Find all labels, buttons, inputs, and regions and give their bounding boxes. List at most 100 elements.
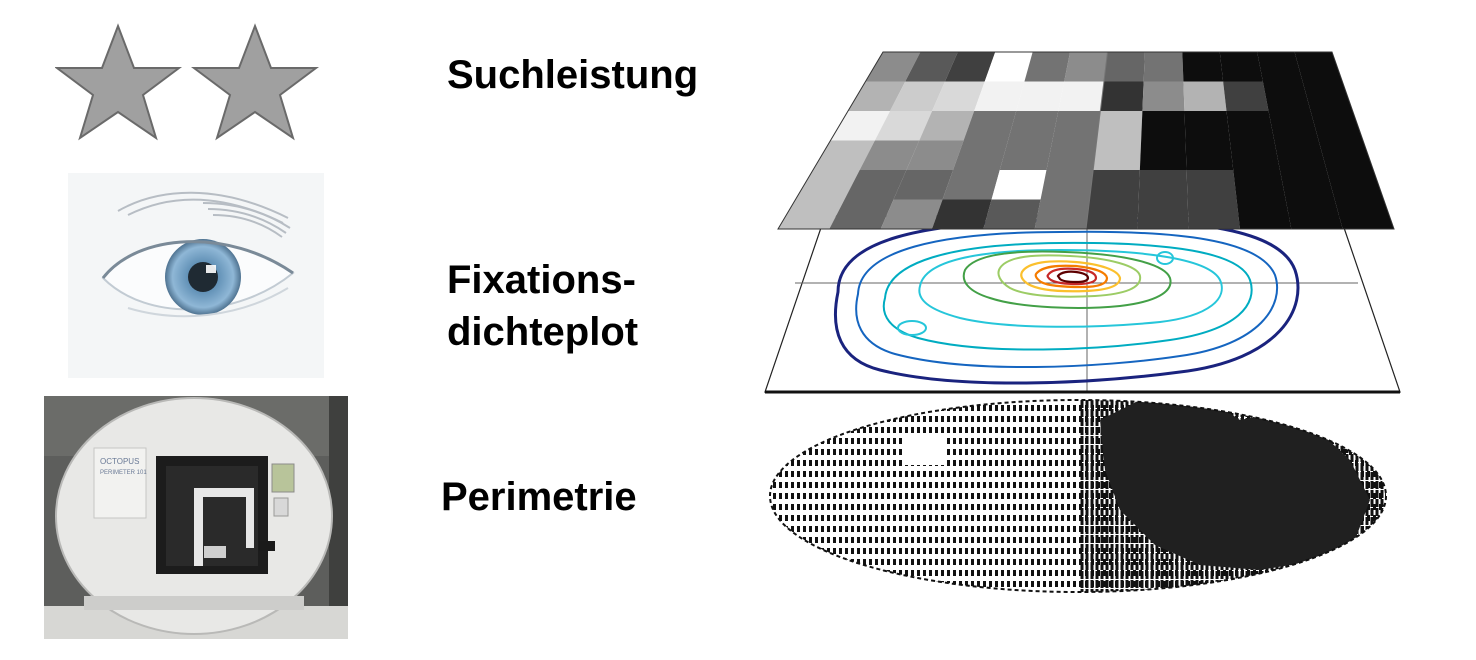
heatmap-cell: [1187, 199, 1240, 229]
heatmap-cell: [1226, 111, 1275, 141]
heatmap-cell: [1024, 52, 1071, 82]
contour-level: [918, 248, 1223, 328]
heatmap-cell: [1089, 170, 1140, 200]
contour-level: [1056, 270, 1090, 284]
heatmap-cell: [1236, 199, 1292, 229]
heatmap-cell: [1219, 52, 1263, 82]
heatmap-cell: [953, 140, 1008, 170]
heatmap-cell: [906, 140, 964, 170]
rating-stars: [55, 23, 319, 141]
heatmap-cell: [1185, 140, 1234, 170]
heatmap-cell: [1229, 140, 1280, 170]
heatmap-cell: [830, 111, 891, 141]
heatmap-cell: [1233, 170, 1286, 200]
contour-level: [997, 254, 1142, 298]
contour-level: [1034, 264, 1109, 289]
heatmap-cell: [874, 111, 933, 141]
heatmap-cell: [1016, 81, 1065, 111]
heatmap-cell: [848, 81, 906, 111]
heatmap-cell: [1262, 81, 1311, 111]
heatmap-cell: [813, 140, 875, 170]
device-model-text: PERIMETER 101: [100, 470, 147, 476]
heatmap-cell: [1257, 52, 1303, 82]
heatmap-cell: [1040, 170, 1094, 200]
heatmap-cell: [983, 199, 1041, 229]
heatmap-cell: [1086, 199, 1139, 229]
heatmap-cell: [1096, 111, 1143, 141]
contour-level: [1156, 251, 1174, 265]
heatmap-cell: [1139, 140, 1187, 170]
heatmap-cell: [944, 52, 996, 82]
label-fixation-density-line2: dichteplot: [447, 310, 639, 354]
label-perimetry: Perimetrie: [441, 475, 637, 519]
fixation-density-layer: [764, 215, 1401, 394]
contour-level: [962, 250, 1172, 309]
heatmap-cell: [1137, 199, 1189, 229]
heatmap-cell: [1046, 140, 1097, 170]
heatmap-outline: [777, 51, 1395, 230]
perimetry-outline: [769, 399, 1387, 593]
label-fixation-density-line1: Fixations-: [447, 258, 636, 302]
heatmap-divider: [1085, 51, 1108, 230]
heatmap-cell: [859, 140, 920, 170]
heatmap-cell: [1274, 140, 1327, 170]
heatmap-cell: [1064, 52, 1108, 82]
heatmap-cell: [932, 81, 985, 111]
contour-level: [1020, 260, 1122, 293]
contour-level: [855, 230, 1279, 369]
heatmap-cell: [932, 199, 992, 229]
perimeter-device-photo: OCTOPUS PERIMETER 101: [44, 396, 348, 639]
heatmap-cell: [890, 81, 945, 111]
heatmap-cell: [1268, 111, 1319, 141]
heatmap-cell: [778, 199, 845, 229]
heatmap-cell: [999, 140, 1053, 170]
heatmap-cell: [1100, 81, 1144, 111]
star-icon: [55, 23, 182, 141]
heatmap-cell: [1052, 111, 1101, 141]
heatmap-cell: [1008, 111, 1059, 141]
heatmap-cell: [865, 52, 921, 82]
contour-level: [1046, 267, 1098, 286]
heatmap-cell: [1034, 199, 1090, 229]
contour-level: [897, 320, 927, 336]
star-icon: [191, 23, 319, 141]
contour-level: [882, 241, 1253, 351]
label-search-performance: Suchleistung: [447, 53, 699, 97]
device-brand-text: OCTOPUS: [100, 457, 139, 466]
search-performance-heatmap: [778, 51, 1394, 230]
heatmap-cell: [844, 170, 907, 200]
heatmap-cell: [1138, 170, 1188, 200]
heatmap-cell: [1223, 81, 1269, 111]
heatmap-cell: [1326, 170, 1384, 200]
perimetry-pattern-layer: [770, 400, 1386, 592]
stacked-layers-diagram: [764, 51, 1401, 593]
heatmap-cell: [984, 52, 1033, 82]
heatmap-cell: [893, 170, 954, 200]
heatmap-cell: [1103, 52, 1145, 82]
heatmap-cell: [1184, 111, 1230, 141]
heatmap-cell: [880, 199, 943, 229]
heatmap-cell: [1279, 170, 1335, 200]
heatmap-cell: [1302, 81, 1353, 111]
heatmap-cell: [1058, 81, 1104, 111]
heatmap-cell: [1334, 199, 1394, 229]
heatmap-cell: [1142, 81, 1185, 111]
heatmap-cell: [1183, 81, 1227, 111]
heatmap-cell: [974, 81, 1025, 111]
heatmap-cell: [1143, 52, 1184, 82]
heatmap-cell: [963, 111, 1017, 141]
heatmap-cell: [1294, 52, 1343, 82]
heatmap-cell: [1093, 140, 1142, 170]
heatmap-cell: [1310, 111, 1363, 141]
heatmap-cell: [1285, 199, 1343, 229]
heatmap-cell: [942, 170, 1000, 200]
eye-illustration: [68, 173, 324, 378]
heatmap-cell: [905, 52, 958, 82]
heatmap-cell: [919, 111, 975, 141]
heatmap-cell: [829, 199, 894, 229]
heatmap-cell: [1186, 170, 1237, 200]
heatmap-cell: [1318, 140, 1374, 170]
heatmap-cell: [1141, 111, 1186, 141]
heatmap-cell: [795, 170, 860, 200]
heatmap-cell: [991, 170, 1047, 200]
